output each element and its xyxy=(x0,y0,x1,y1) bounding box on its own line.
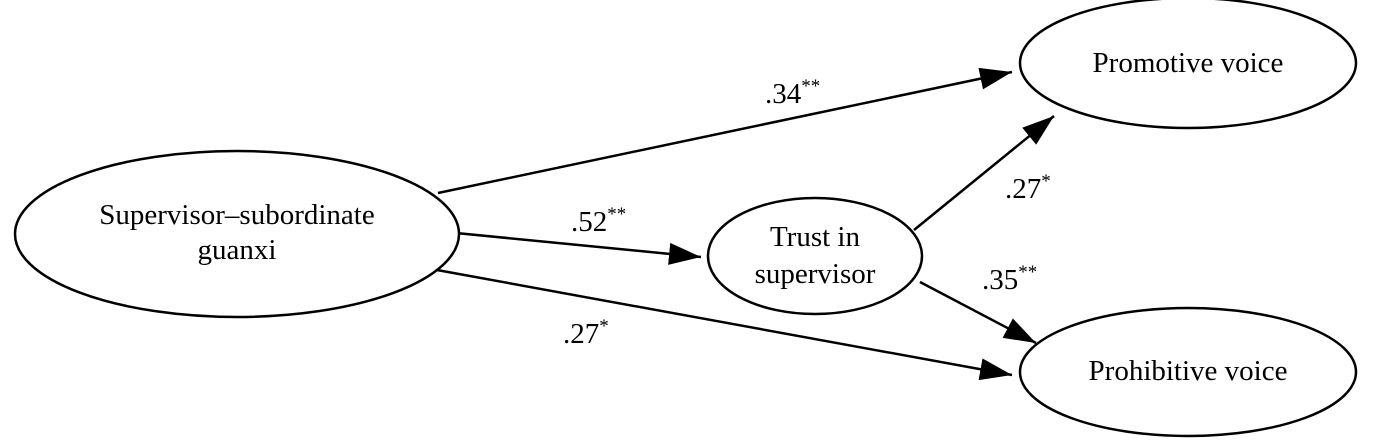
node-supervisor-subordinate-guanxi: Supervisor–subordinate guanxi xyxy=(13,149,461,319)
node-guanxi-label-line1: Supervisor–subordinate xyxy=(99,199,374,231)
coef-trust-to-prohibitive-sig: ** xyxy=(1018,262,1037,283)
coef-trust-to-prohibitive-value: .35 xyxy=(982,264,1018,296)
node-trust-in-supervisor: Trust in supervisor xyxy=(706,196,924,316)
arrow-guanxi-to-promotive xyxy=(437,67,1013,195)
node-prohibitive-ellipse xyxy=(1018,306,1358,438)
arrow-guanxi-to-trust xyxy=(455,231,702,265)
coef-trust-to-promotive-sig: * xyxy=(1041,171,1051,192)
coef-guanxi-to-prohibitive: .27* xyxy=(563,316,609,350)
coef-guanxi-to-promotive: .34** xyxy=(765,76,820,110)
node-guanxi-label-line2: guanxi xyxy=(198,234,277,266)
coef-guanxi-to-trust: .52** xyxy=(571,204,626,238)
coef-trust-to-prohibitive: .35** xyxy=(982,262,1037,296)
arrow-guanxi-to-prohibitive xyxy=(425,266,1013,381)
node-prohibitive-label: Prohibitive voice xyxy=(1089,355,1288,387)
node-prohibitive-voice: Prohibitive voice xyxy=(1018,306,1358,438)
node-trust-label-line2: supervisor xyxy=(755,258,876,290)
node-trust-label-line1: Trust in xyxy=(770,221,861,253)
coef-guanxi-to-promotive-sig: ** xyxy=(801,76,820,97)
node-promotive-voice: Promotive voice xyxy=(1018,0,1358,130)
coef-guanxi-to-trust-value: .52 xyxy=(571,206,607,238)
coef-guanxi-to-prohibitive-sig: * xyxy=(599,316,609,337)
coef-trust-to-promotive-value: .27 xyxy=(1005,173,1041,205)
node-promotive-ellipse xyxy=(1018,0,1358,130)
node-trust-ellipse xyxy=(706,196,924,316)
coef-guanxi-to-promotive-value: .34 xyxy=(765,78,802,110)
arrow-trust-to-promotive xyxy=(913,115,1055,231)
coef-guanxi-to-prohibitive-value: .27 xyxy=(563,318,599,350)
coef-trust-to-promotive: .27* xyxy=(1005,171,1051,205)
arrow-trust-to-prohibitive xyxy=(919,280,1037,345)
node-promotive-label: Promotive voice xyxy=(1093,47,1284,79)
coef-guanxi-to-trust-sig: ** xyxy=(607,204,626,225)
node-guanxi-ellipse xyxy=(13,149,461,319)
